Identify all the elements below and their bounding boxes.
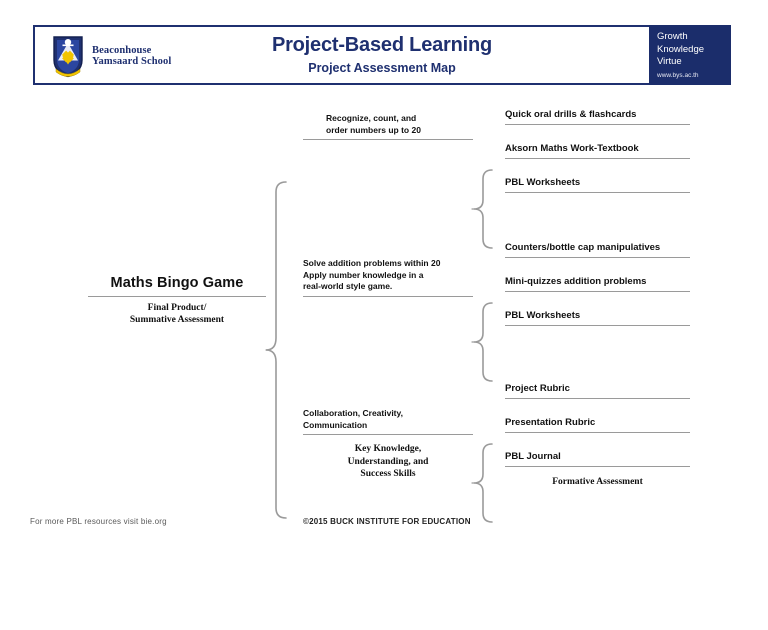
footer-copyright: ©2015 BUCK INSTITUTE FOR EDUCATION — [303, 517, 471, 526]
assessment-item-1-1-rule — [505, 124, 690, 125]
final-product-node[interactable]: Maths Bingo Game Final Product/ Summativ… — [88, 274, 266, 326]
assessment-item-1-1[interactable]: Quick oral drills & flashcards — [505, 108, 690, 125]
school-name-line1: Beaconhouse — [92, 45, 152, 56]
assessment-item-2-2-label: Mini-quizzes addition problems — [505, 276, 647, 287]
assessment-item-2-3[interactable]: PBL Worksheets — [505, 309, 690, 326]
assessment-item-1-1-label: Quick oral drills & flashcards — [505, 109, 637, 120]
learning-goal-2-line1: Solve addition problems within 20 — [303, 258, 441, 268]
assessment-item-3-1-label: Project Rubric — [505, 383, 570, 394]
motto-line-growth: Growth — [657, 31, 688, 42]
learning-goal-text-1: Recognize, count, and order numbers up t… — [303, 113, 473, 139]
assessment-item-2-1-rule — [505, 257, 690, 258]
final-product-caption: Final Product/ Summative Assessment — [88, 302, 266, 326]
learning-goal-3-line2: Communication — [303, 419, 368, 430]
assessment-item-2-2[interactable]: Mini-quizzes addition problems — [505, 275, 690, 292]
learning-goal-2-line3: real-world style game. — [303, 281, 393, 291]
assessment-item-2-2-rule — [505, 291, 690, 292]
school-name-line2: Yamsaard School — [92, 56, 172, 67]
learning-goal-text-2: Solve addition problems within 20 Apply … — [303, 258, 473, 296]
assessment-item-3-3-label: PBL Journal — [505, 451, 561, 462]
assessment-item-3-3[interactable]: PBL Journal — [505, 450, 690, 467]
assessment-item-3-1-rule — [505, 398, 690, 399]
assessment-item-3-2-rule — [505, 432, 690, 433]
assessment-item-2-1[interactable]: Counters/bottle cap manipulatives — [505, 241, 690, 258]
assessment-item-1-2-label: Aksorn Maths Work-Textbook — [505, 143, 639, 154]
learning-goal-2-line2: Apply number knowledge in a — [303, 269, 424, 280]
learning-goal-rule-2 — [303, 295, 473, 297]
formative-assessment-caption: Formative Assessment — [505, 476, 690, 489]
map-connectors — [265, 169, 493, 523]
final-product-caption-line2: Summative Assessment — [129, 315, 225, 325]
learning-goal-1-line1: Recognize, count, and — [326, 113, 417, 123]
footer-resources-note: For more PBL resources visit bie.org — [30, 517, 167, 526]
school-website-url: www.bys.ac.th — [657, 71, 699, 79]
learning-goal-node-3[interactable]: Collaboration, Creativity, Communication — [303, 408, 473, 435]
learning-goal-node-1[interactable]: Recognize, count, and order numbers up t… — [303, 113, 473, 140]
learning-goal-node-2[interactable]: Solve addition problems within 20 Apply … — [303, 258, 473, 297]
key-knowledge-caption: Key Knowledge, Understanding, and Succes… — [303, 443, 473, 481]
assessment-item-3-3-rule — [505, 466, 690, 467]
page-header: Beaconhouse Yamsaard School Project-Base… — [33, 25, 731, 85]
final-product-caption-line1: Final Product/ — [147, 303, 207, 313]
school-branding: Beaconhouse Yamsaard School — [51, 32, 211, 80]
final-product-rule — [88, 296, 266, 297]
learning-goal-1-line2: order numbers up to 20 — [326, 124, 421, 135]
assessment-item-3-1[interactable]: Project Rubric — [505, 382, 690, 399]
assessment-item-2-3-label: PBL Worksheets — [505, 310, 581, 321]
final-product-title: Maths Bingo Game — [110, 275, 244, 291]
assessment-item-3-2-label: Presentation Rubric — [505, 417, 596, 428]
motto-line-virtue: Virtue — [657, 56, 682, 67]
key-knowledge-caption-line3: Success Skills — [360, 469, 416, 479]
assessment-item-1-3-rule — [505, 192, 690, 193]
learning-goal-text-3: Collaboration, Creativity, Communication — [303, 408, 473, 434]
beaconhouse-crest-icon — [53, 36, 83, 78]
learning-goal-3-line1: Collaboration, Creativity, — [303, 408, 403, 418]
motto-line-knowledge: Knowledge — [657, 43, 705, 55]
assessment-map-body: Maths Bingo Game Final Product/ Summativ… — [0, 86, 768, 523]
assessment-map-page: Beaconhouse Yamsaard School Project-Base… — [0, 25, 768, 526]
school-name: Beaconhouse Yamsaard School — [92, 45, 171, 67]
assessment-item-1-3-label: PBL Worksheets — [505, 177, 581, 188]
assessment-item-3-2[interactable]: Presentation Rubric — [505, 416, 690, 433]
formative-assessment-label: Formative Assessment — [552, 477, 643, 487]
key-knowledge-caption-line2: Understanding, and — [347, 456, 429, 467]
assessment-item-2-1-label: Counters/bottle cap manipulatives — [505, 242, 661, 253]
learning-goal-rule-1 — [303, 139, 473, 140]
assessment-item-1-2[interactable]: Aksorn Maths Work-Textbook — [505, 142, 690, 159]
school-motto-box: Growth Knowledge Virtue www.bys.ac.th — [649, 25, 731, 85]
key-knowledge-caption-line1: Key Knowledge, — [354, 444, 422, 454]
learning-goal-rule-3 — [303, 434, 473, 435]
assessment-item-2-3-rule — [505, 325, 690, 326]
assessment-item-1-2-rule — [505, 158, 690, 159]
assessment-item-1-3[interactable]: PBL Worksheets — [505, 176, 690, 193]
